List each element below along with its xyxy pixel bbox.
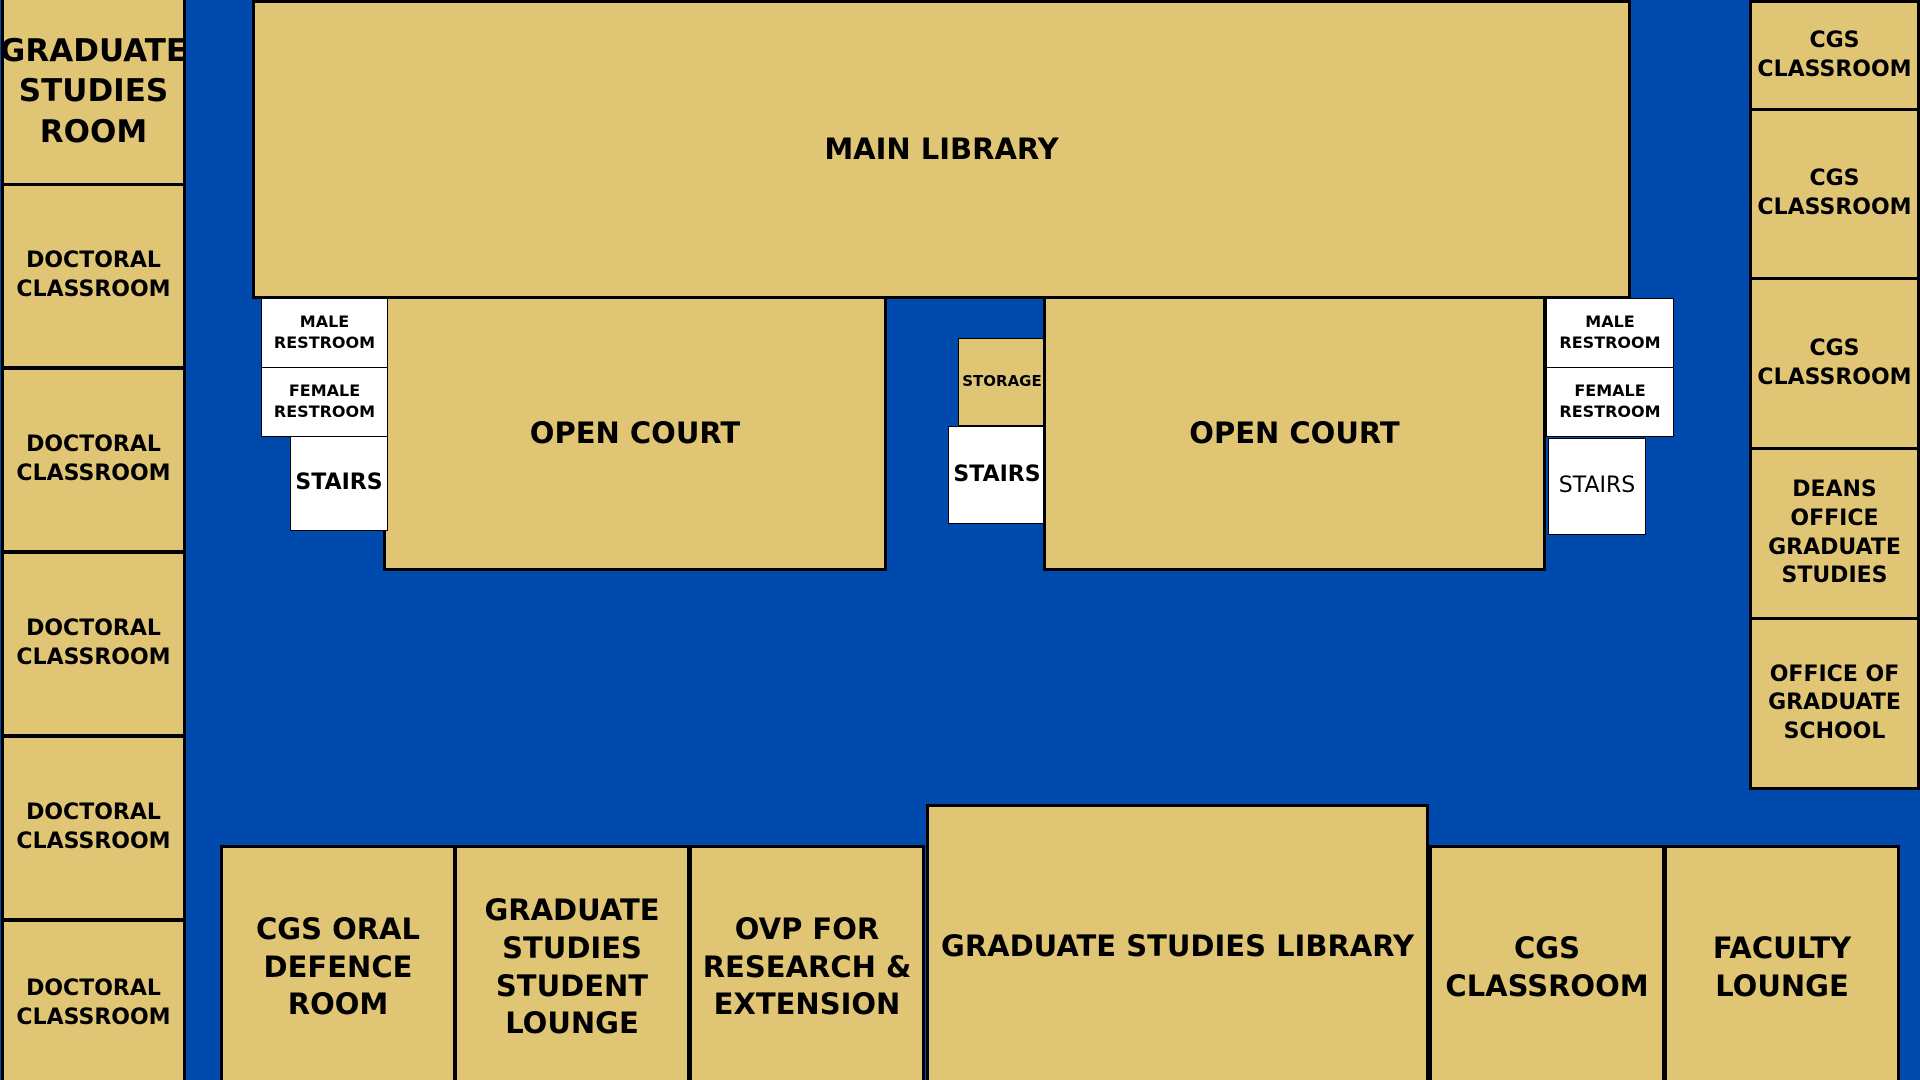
male-restroom-left[interactable]: MALE RESTROOM [261,298,388,368]
doctoral-classroom-3[interactable]: DOCTORAL CLASSROOM [1,551,186,737]
doctoral-classroom-2[interactable]: DOCTORAL CLASSROOM [1,367,186,553]
storage-room[interactable]: STORAGE [958,338,1046,426]
open-court-right[interactable]: OPEN COURT [1043,296,1546,571]
male-restroom-right[interactable]: MALE RESTROOM [1546,298,1674,368]
doctoral-classroom-4[interactable]: DOCTORAL CLASSROOM [1,735,186,921]
stairs-left[interactable]: STAIRS [290,436,388,531]
cgs-classroom-bottom[interactable]: CGS CLASSROOM [1429,845,1665,1080]
graduate-studies-library[interactable]: GRADUATE STUDIES LIBRARY [926,804,1429,1080]
cgs-classroom-right-1[interactable]: CGS CLASSROOM [1749,0,1920,111]
deans-office-graduate-studies[interactable]: DEANS OFFICE GRADUATE STUDIES [1749,447,1920,620]
graduate-studies-room[interactable]: GRADUATE STUDIES ROOM [0,0,187,186]
female-restroom-left[interactable]: FEMALE RESTROOM [261,367,388,437]
female-restroom-right[interactable]: FEMALE RESTROOM [1546,367,1674,437]
open-court-left[interactable]: OPEN COURT [383,296,887,571]
cgs-classroom-right-3[interactable]: CGS CLASSROOM [1749,277,1920,450]
stairs-right[interactable]: STAIRS [1548,438,1646,535]
main-library[interactable]: MAIN LIBRARY [252,0,1631,299]
graduate-studies-student-lounge[interactable]: GRADUATE STUDIES STUDENT LOUNGE [454,845,690,1080]
doctoral-classroom-5[interactable]: DOCTORAL CLASSROOM [1,919,186,1080]
cgs-oral-defence-room[interactable]: CGS ORAL DEFENCE ROOM [220,845,456,1080]
cgs-classroom-right-2[interactable]: CGS CLASSROOM [1749,108,1920,280]
doctoral-classroom-1[interactable]: DOCTORAL CLASSROOM [1,183,186,369]
ovp-research-extension[interactable]: OVP FOR RESEARCH & EXTENSION [689,845,925,1080]
faculty-lounge[interactable]: FACULTY LOUNGE [1664,845,1900,1080]
office-of-graduate-school[interactable]: OFFICE OF GRADUATE SCHOOL [1749,617,1920,790]
stairs-center[interactable]: STAIRS [948,426,1046,524]
